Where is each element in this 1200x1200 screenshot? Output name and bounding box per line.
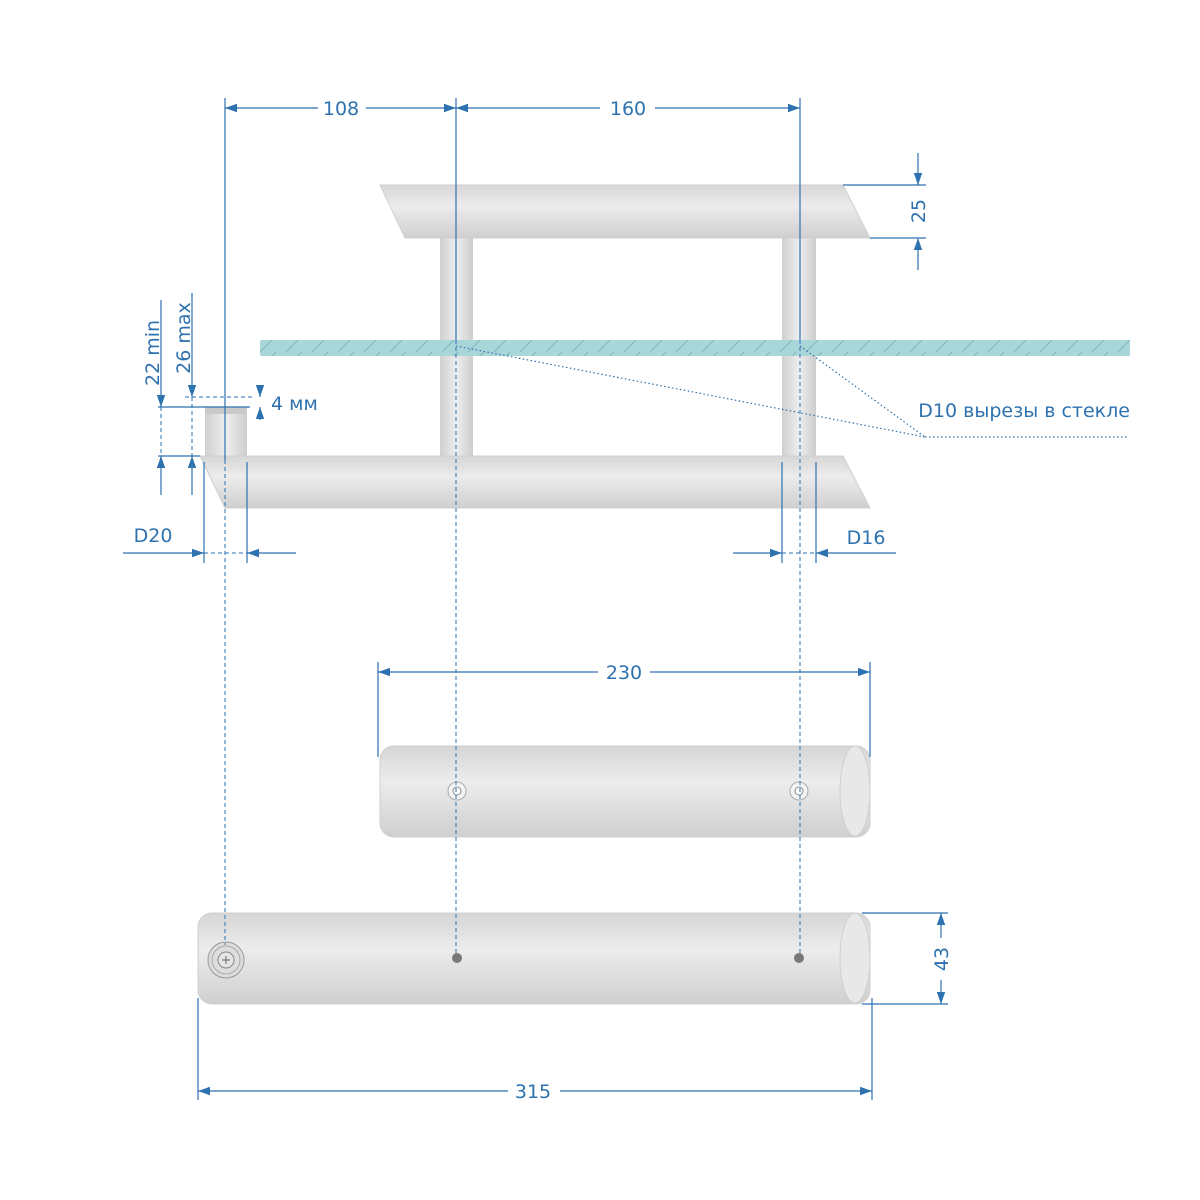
screw-icon: [207, 941, 245, 979]
dim-22-min: 22 min: [142, 320, 164, 386]
dimension-labels: 108 160 25 22 min 26 max 4 мм D10 вырезы…: [134, 98, 1130, 1103]
top-shelf: [379, 184, 871, 239]
dim-d20: D20: [134, 525, 173, 547]
dim-230: 230: [606, 662, 642, 684]
top-view-short: [379, 745, 871, 838]
dim-4mm: 4 мм: [271, 393, 318, 415]
mount-dot: [794, 953, 804, 963]
dim-315: 315: [515, 1081, 551, 1103]
top-view-long: [197, 912, 871, 1005]
bottom-bar: [199, 455, 871, 509]
dim-43: 43: [931, 947, 953, 971]
knob-cylinder: [205, 407, 247, 457]
dim-25: 25: [908, 199, 930, 223]
dim-160: 160: [610, 98, 646, 120]
mount-dot: [452, 953, 462, 963]
glass-cutouts-note: D10 вырезы в стекле: [918, 400, 1130, 422]
knob-cap: [205, 407, 247, 414]
side-view: [199, 184, 1130, 509]
dimension-lines: [123, 98, 1128, 1100]
dim-26-max: 26 max: [173, 302, 195, 374]
glass-hatch: [260, 340, 1130, 356]
dim-108: 108: [323, 98, 359, 120]
dim-d16: D16: [847, 527, 886, 549]
